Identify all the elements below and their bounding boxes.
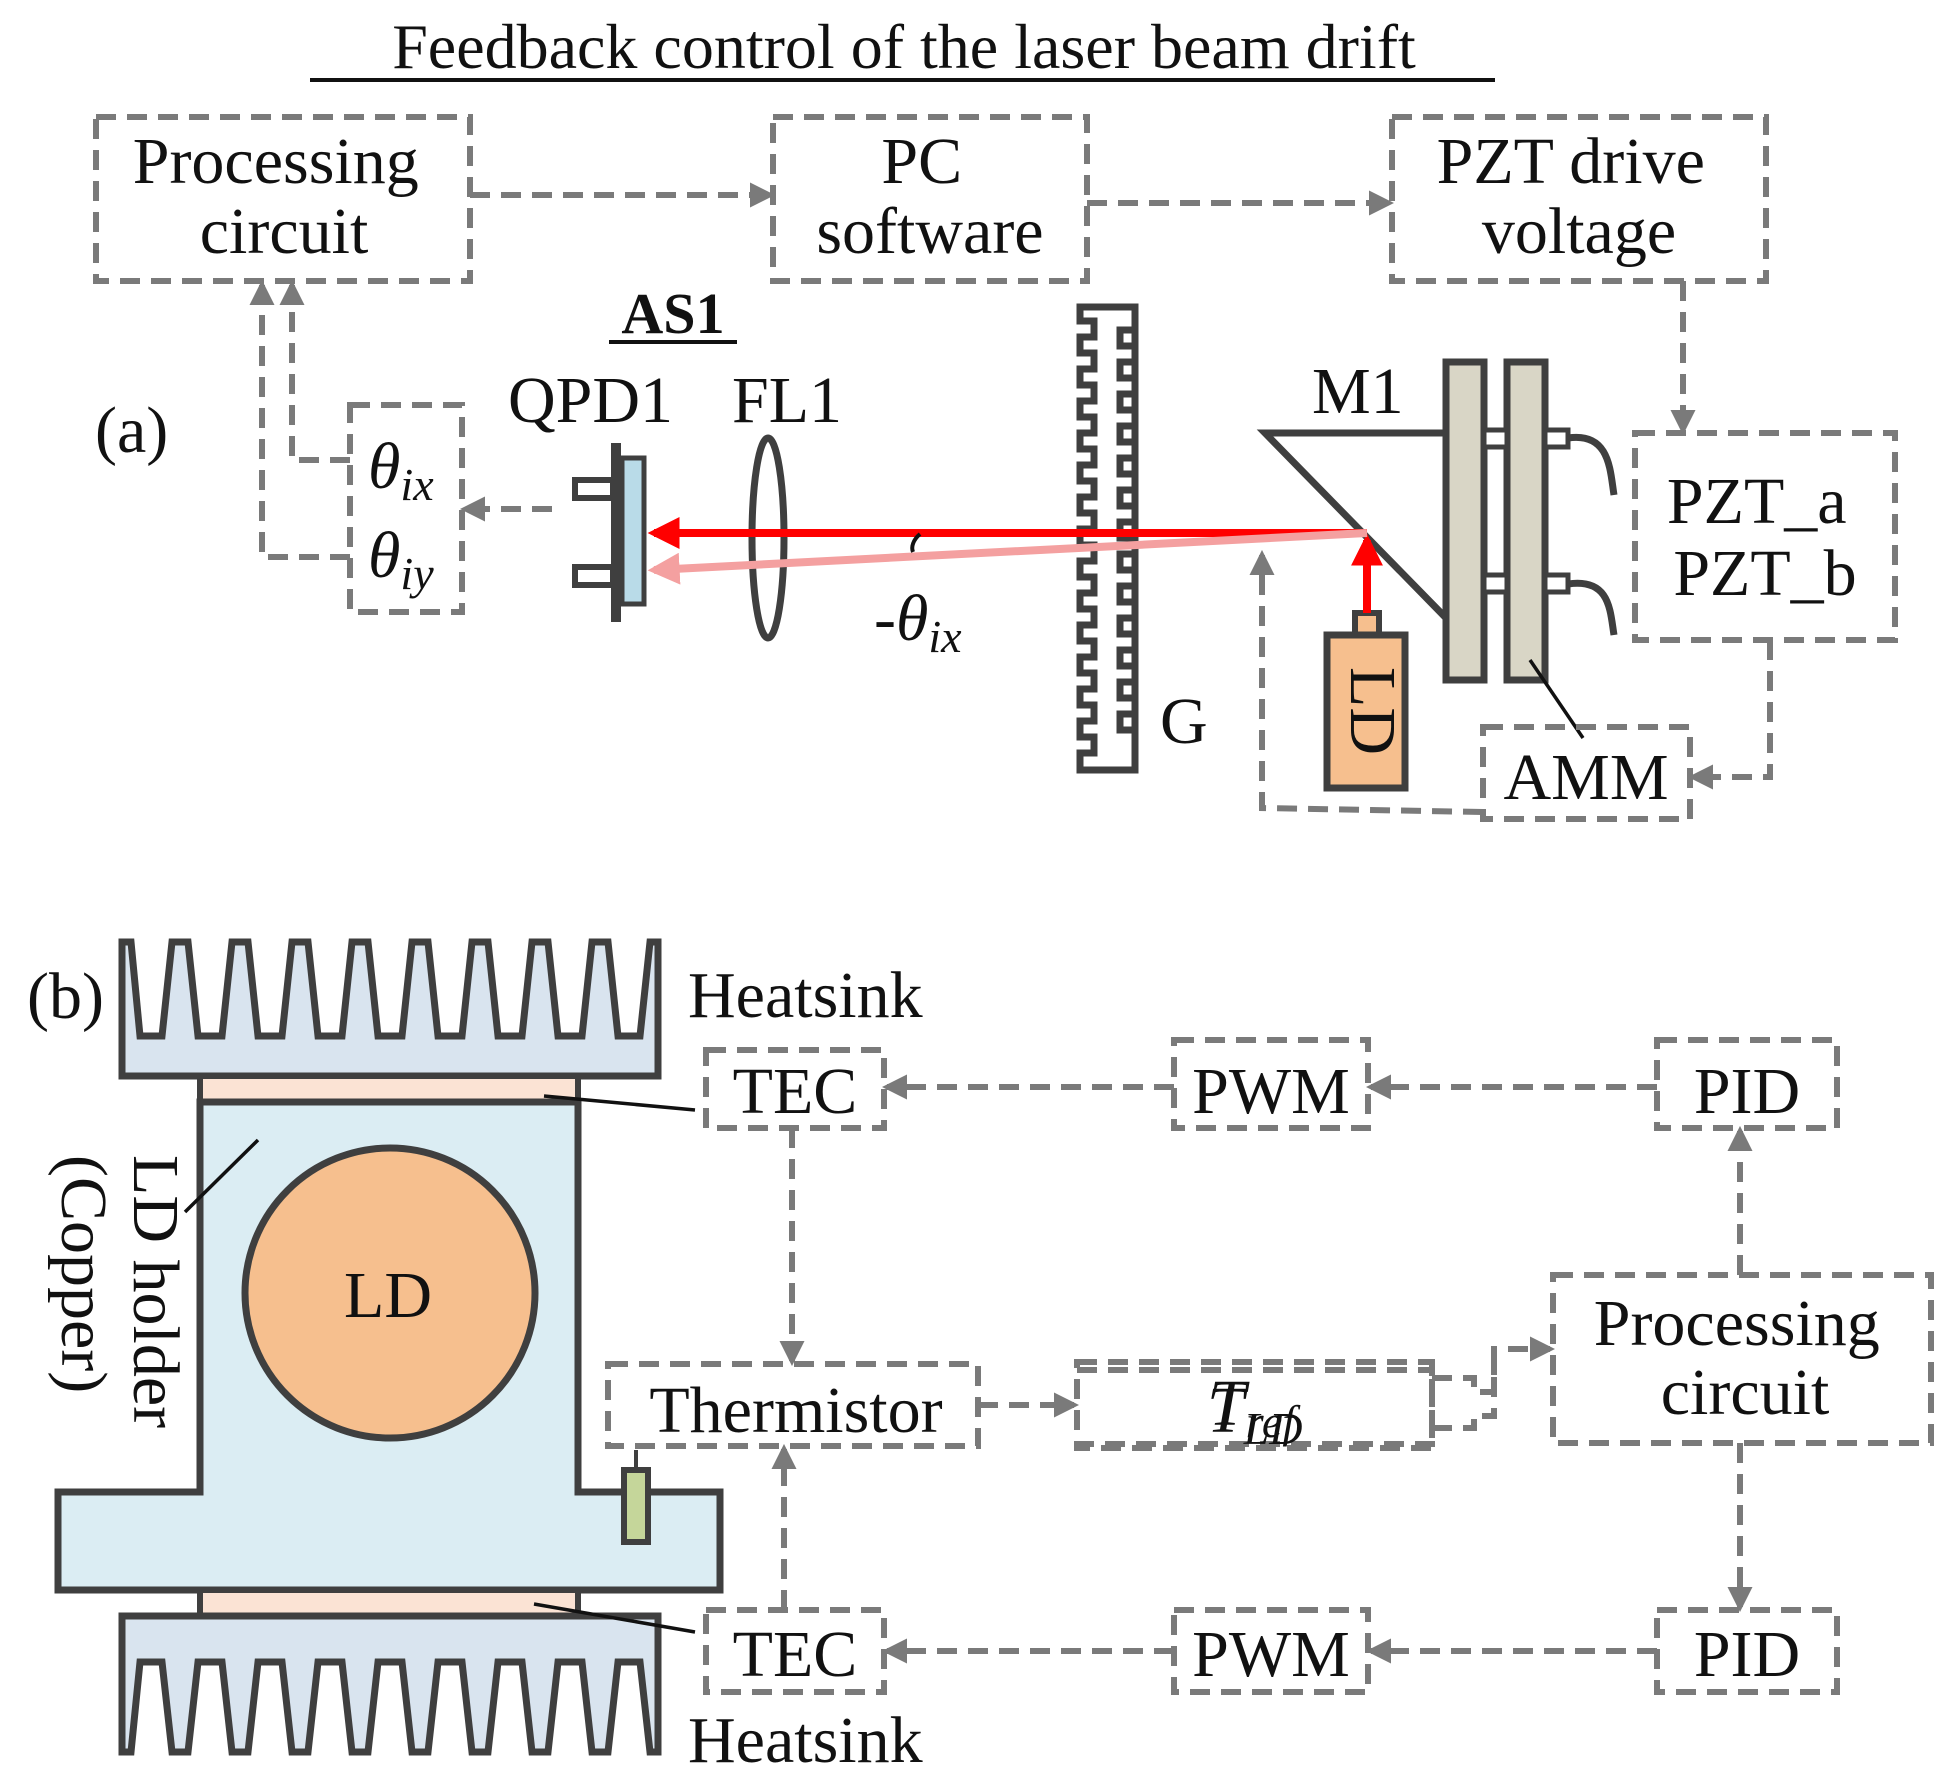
tec-bottom-pointer-line <box>533 1602 696 1634</box>
panel-a-label: (a) <box>95 394 168 467</box>
t-ld-label: TLD <box>1207 1374 1303 1454</box>
pzt-box <box>1632 430 1898 643</box>
theta-iy-label: θiy <box>368 519 434 599</box>
arrow-theta-ix-to-processing <box>279 279 350 463</box>
pc-software-label: PC software <box>816 125 1043 268</box>
pzt-wire-a <box>1567 433 1618 496</box>
pwm-top-box <box>1171 1037 1371 1131</box>
thermistor-sensor <box>621 1467 651 1545</box>
tec-pad-top <box>197 1073 581 1105</box>
qpd-label: QPD1 <box>508 364 673 437</box>
processing-circuit-label-a: Processing circuit <box>133 125 435 268</box>
holder-pointer-line <box>183 1138 260 1214</box>
pid-bottom-label: PID <box>1694 1618 1800 1691</box>
tec-bottom-label: TEC <box>733 1618 858 1691</box>
grating-label: G <box>1160 685 1208 758</box>
panel-a: (a) Processing circuit PC software PZT d… <box>93 114 1898 822</box>
pzt-plate <box>1503 358 1549 684</box>
tec-top-pointer-line <box>543 1094 696 1112</box>
pwm-bottom-label: PWM <box>1192 1618 1350 1691</box>
panel-b-label: (b) <box>27 960 104 1033</box>
thermistor-label: Thermistor <box>649 1374 942 1447</box>
grating-teeth-right <box>1116 326 1135 734</box>
heatsink-bottom <box>118 1612 662 1756</box>
connector-tld <box>1432 1336 1556 1431</box>
t-ref-label: Tref <box>1209 1367 1301 1447</box>
figure-title: Feedback control of the laser beam drift <box>392 11 1416 82</box>
laser-diode-b-label: LD <box>344 1259 432 1332</box>
lens-label: FL1 <box>732 364 842 437</box>
qpd-sensor <box>619 455 647 607</box>
processing-circuit-label-b: Processing circuit <box>1594 1287 1896 1429</box>
pzt-label: PZT_a PZT_b <box>1667 465 1863 610</box>
qpd-detector <box>572 443 647 622</box>
lens-fl1 <box>748 434 788 642</box>
mirror-mount-plate <box>1442 358 1488 684</box>
mirror-m1 <box>1256 429 1450 627</box>
mirror-label: M1 <box>1312 355 1404 428</box>
laser-diode-a <box>1323 631 1409 792</box>
amm-label: AMM <box>1503 741 1668 814</box>
arrow-amm-to-beam <box>1249 549 1484 815</box>
connector-tref <box>1432 1349 1497 1395</box>
pwm-top-label: PWM <box>1192 1055 1350 1128</box>
beam-return <box>647 529 1368 585</box>
arrow-theta-iy-to-processing <box>249 279 350 560</box>
pzt-actuators <box>1481 427 1571 595</box>
ld-holder-label: LD holder (Copper) <box>47 1155 192 1445</box>
amm-pointer-line <box>1528 659 1585 739</box>
heatsink-bottom-label: Heatsink <box>688 1704 923 1776</box>
laser-diode-b <box>241 1144 539 1442</box>
panel-b: (b) LD Heatsink Heatsink LD holder (Copp… <box>27 938 1934 1777</box>
pid-top-label: PID <box>1694 1055 1800 1128</box>
pzt-wire-b <box>1567 579 1618 636</box>
laser-diode-a-label: LD <box>1336 667 1409 755</box>
assembly-label-as1: AS1 <box>621 281 724 346</box>
angle-label: -θix <box>874 582 962 662</box>
angle-arc <box>910 532 922 553</box>
heatsink-top <box>118 938 662 1080</box>
arrow-pzt-to-amm <box>1687 640 1773 790</box>
theta-ix-label: θix <box>368 430 434 510</box>
pzt-drive-voltage-label: PZT drive voltage <box>1437 125 1722 268</box>
theta-box <box>347 402 465 615</box>
tec-top-label: TEC <box>733 1055 858 1128</box>
tec-pad-bottom <box>197 1587 581 1619</box>
heatsink-top-label: Heatsink <box>688 959 923 1032</box>
